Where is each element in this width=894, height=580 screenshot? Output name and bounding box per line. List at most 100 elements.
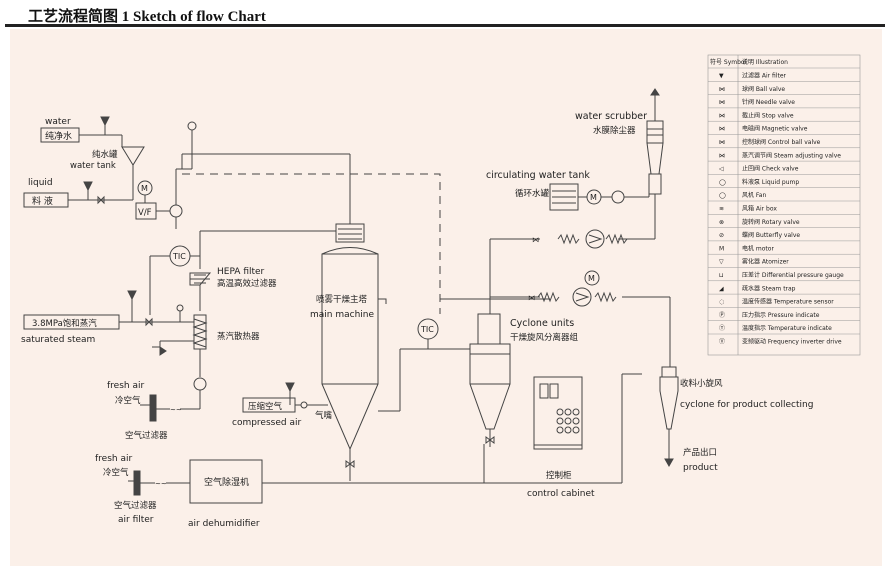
legend-item: 温度指示 Temperature indicate xyxy=(742,324,832,332)
legend-header-symbol: 符号 Symbol xyxy=(710,58,747,66)
water-scrubber-top xyxy=(646,120,664,144)
legend-symbol-icon: ▽ xyxy=(719,259,724,266)
pressure-gauge-icon xyxy=(300,401,308,409)
label-liquid: liquid xyxy=(28,178,53,188)
legend-symbol-icon: ⊗ xyxy=(719,219,724,226)
svg-text:~~: ~~ xyxy=(170,406,182,414)
scrubber-section: water scrubber 水膜除尘器 circulating water t… xyxy=(486,88,671,369)
liquid-pump-icon xyxy=(169,204,183,218)
cyclone-body xyxy=(469,343,511,430)
main-machine: 喷雾干燥主塔 main machine 压缩空气 compressed air … xyxy=(232,223,401,481)
diagram-panel: water 纯净水 纯水罐 water tank liquid 料 液 M V/… xyxy=(10,29,882,566)
label-fresh-air-zh-2: 冷空气 xyxy=(103,467,129,478)
legend-symbol-icon: ⋈ xyxy=(719,86,725,93)
steam-adjusting-valve-icon xyxy=(145,317,153,327)
fan-icon xyxy=(572,287,592,307)
label-pure-water: 纯净水 xyxy=(45,130,72,142)
label-product: product xyxy=(683,463,718,473)
pressure-gauge-icon xyxy=(187,121,197,131)
label-vf: V/F xyxy=(138,208,152,218)
rotary-valve-icon xyxy=(485,436,495,444)
label-fresh-air-zh-1: 冷空气 xyxy=(115,395,141,406)
legend-symbol-icon: ◯ xyxy=(719,179,726,186)
legend-symbol-icon: Ⓟ xyxy=(719,311,725,319)
fresh-air-1-section: fresh air 冷空气 ~~ 空气过滤器 xyxy=(107,381,201,441)
label-hepa: HEPA filter xyxy=(217,267,265,277)
legend-symbol-icon: ⋈ xyxy=(719,99,725,106)
legend-item: 针阀 Needle valve xyxy=(742,98,795,106)
label-cyclone-zh: 干燥旋风分离器组 xyxy=(510,332,579,343)
collect-cyclone-body xyxy=(659,376,679,430)
label-circ-tank: circulating water tank xyxy=(486,170,590,181)
air-dehumidifier-box xyxy=(189,459,263,504)
legend-item: 变频驱动 Frequency inverter drive xyxy=(742,338,842,346)
svg-text:⋈: ⋈ xyxy=(532,236,539,244)
label-collect: cyclone for product collecting xyxy=(680,400,813,410)
label-compressed-zh: 压缩空气 xyxy=(248,401,283,412)
label-dehumidifier: air dehumidifier xyxy=(188,519,260,529)
legend-item: 风机 Fan xyxy=(742,191,766,199)
legend-symbol-icon: M xyxy=(719,245,724,252)
legend-symbol-icon: ⊔ xyxy=(719,272,724,279)
air-filter-icon xyxy=(133,470,141,496)
legend-symbol-icon: ◯ xyxy=(719,192,726,199)
fan-icon xyxy=(193,377,207,391)
legend-symbol-icon: ▼ xyxy=(719,73,724,80)
svg-text:⋈: ⋈ xyxy=(528,294,535,302)
legend-item: 球阀 Ball valve xyxy=(742,85,785,93)
label-liquid-zh: 料 液 xyxy=(32,195,53,207)
fan-icon xyxy=(585,229,605,249)
cyclone-top xyxy=(477,313,501,345)
label-main: main machine xyxy=(310,310,374,320)
air-filter-icon xyxy=(100,116,110,127)
legend-symbol-icon: ⋈ xyxy=(719,152,725,159)
cyclone-units: TIC Cyclone units 干燥旋风分离器组 xyxy=(400,239,579,447)
label-control-zh: 控制柜 xyxy=(546,470,572,481)
label-fresh-air-1: fresh air xyxy=(107,381,144,391)
collect-cyclone: 收料小旋风 cyclone for product collecting 产品出… xyxy=(659,366,813,473)
legend-symbol-icon: ⋈ xyxy=(719,139,725,146)
liquid-pump-icon xyxy=(611,190,625,204)
air-filter-icon xyxy=(83,181,93,192)
legend-item: 过滤器 Air filter xyxy=(742,72,787,80)
air-filter-icon xyxy=(149,394,157,422)
label-water-tank: water tank xyxy=(70,161,116,171)
label-dehumidifier-zh: 空气除湿机 xyxy=(204,476,249,488)
label-scrubber: water scrubber xyxy=(575,111,647,122)
label-water: water xyxy=(45,117,71,127)
control-cabinet: 控制柜 control cabinet xyxy=(527,376,595,499)
legend-item: 蝶阀 Butterfly valve xyxy=(742,231,800,239)
legend-symbol-icon: ◁ xyxy=(719,166,724,173)
water-scrubber-base xyxy=(648,173,662,195)
label-atomizer-zh: 气嘴 xyxy=(315,410,333,421)
label-saturated-zh: 3.8MPa饱和蒸汽 xyxy=(32,318,97,329)
feed-section: water 纯净水 纯水罐 water tank liquid 料 液 M V/… xyxy=(23,116,351,229)
legend-item: 截止阀 Stop valve xyxy=(742,111,794,119)
label-motor: M xyxy=(141,184,148,193)
label-tic-2: TIC xyxy=(420,325,434,334)
legend-symbol-icon: Ⓥ xyxy=(719,338,725,346)
legend-symbol-icon: ⋈ xyxy=(719,126,725,133)
dashed-return-line xyxy=(182,173,441,314)
label-air-filter: air filter xyxy=(118,515,154,525)
legend-header-illustration: 说明 Illustration xyxy=(742,58,788,66)
title-rule xyxy=(5,24,885,27)
steam-section: TIC HEPA filter 高温高效过滤器 3.8MPa饱和蒸汽 satur… xyxy=(21,230,341,401)
legend-symbol-icon: ≋ xyxy=(719,206,724,213)
label-fresh-air-2: fresh air xyxy=(95,454,132,464)
label-compressed: compressed air xyxy=(232,418,301,428)
process-flow-diagram: water 纯净水 纯水罐 water tank liquid 料 液 M V/… xyxy=(21,54,861,529)
legend-item: 止回阀 Check valve xyxy=(742,165,799,173)
legend-item: 旋转阀 Rotary valve xyxy=(742,218,800,226)
label-tic-1: TIC xyxy=(172,252,186,261)
label-pure-water-tank-zh: 纯水罐 xyxy=(92,149,118,160)
legend-item: 风箱 Air box xyxy=(742,205,777,213)
collect-cyclone-top xyxy=(661,366,677,378)
pressure-gauge-icon xyxy=(176,304,184,312)
steam-trap-icon xyxy=(159,346,167,356)
label-cyclone: Cyclone units xyxy=(510,318,574,329)
svg-text:~~: ~~ xyxy=(155,480,167,488)
legend-item: 电磁阀 Magnetic valve xyxy=(742,125,808,133)
label-motor-2: M xyxy=(590,193,597,202)
label-hepa-zh: 高温高效过滤器 xyxy=(217,278,277,289)
